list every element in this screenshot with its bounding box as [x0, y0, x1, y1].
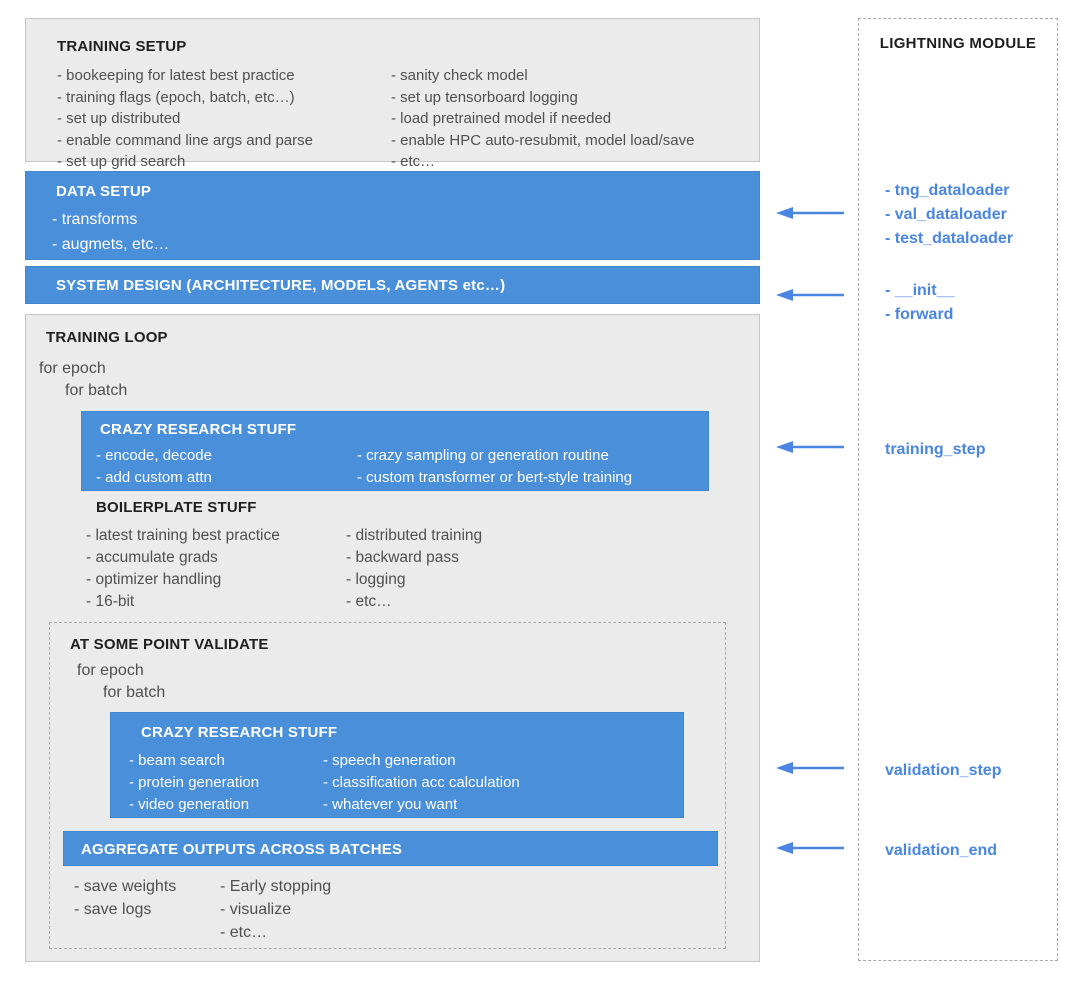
list-item: - etc… [391, 153, 436, 170]
loop-line-epoch: for epoch [39, 360, 106, 377]
list-item: - set up grid search [57, 153, 186, 170]
list-item: - training flags (epoch, batch, etc…) [57, 88, 295, 106]
training-setup-col2: - sanity check model - set up tensorboar… [391, 65, 695, 173]
list-item: - add custom attn [96, 469, 212, 486]
data-setup-title: DATA SETUP [56, 183, 152, 200]
system-design-box: SYSTEM DESIGN (ARCHITECTURE, MODELS, AGE… [25, 266, 760, 304]
list-item: - distributed training [346, 527, 483, 544]
boilerplate-col2: - distributed training - backward pass -… [346, 525, 482, 613]
validate-title: AT SOME POINT VALIDATE [70, 636, 269, 653]
arrow-validation-step [776, 761, 846, 775]
left-arrow-icon [776, 289, 844, 301]
list-item: - forward [885, 306, 954, 323]
list-item: - 16-bit [86, 593, 135, 610]
system-design-title: SYSTEM DESIGN (ARCHITECTURE, MODELS, AGE… [56, 277, 506, 294]
list-item: - set up distributed [57, 110, 181, 127]
dataloader-methods: - tng_dataloader - val_dataloader - test… [885, 179, 1013, 251]
list-item: - load pretrained model if needed [391, 110, 612, 127]
list-item: - set up tensorboard logging [391, 88, 578, 106]
list-item: - test_dataloader [885, 230, 1014, 247]
crazy-research-training-box: CRAZY RESEARCH STUFF - encode, decode - … [81, 411, 709, 491]
validation-step-label: validation_step [885, 762, 1002, 779]
list-item: - protein generation [129, 774, 260, 791]
list-item: - save logs [74, 901, 152, 918]
training-step-label: training_step [885, 441, 986, 458]
aggregate-outputs-box: AGGREGATE OUTPUTS ACROSS BATCHES [63, 831, 718, 866]
boilerplate-title: BOILERPLATE STUFF [96, 499, 257, 516]
list-item: - logging [346, 571, 406, 588]
loop-line-batch: for batch [65, 382, 128, 399]
list-item: - whatever you want [323, 796, 458, 813]
boilerplate-col1: - latest training best practice - accumu… [86, 525, 280, 613]
list-item: - sanity check model [391, 67, 528, 84]
data-setup-box: DATA SETUP - transforms - augmets, etc… [25, 171, 760, 260]
list-item: - visualize [220, 901, 292, 918]
list-item: - etc… [220, 924, 268, 941]
validation-end-label: validation_end [885, 842, 998, 859]
list-item: - transforms [52, 211, 138, 228]
arrow-system-design [776, 288, 846, 302]
validate-loop-epoch: for epoch [77, 662, 144, 679]
left-arrow-icon [776, 762, 844, 774]
training-loop-panel: TRAINING LOOP for epoch for batch CRAZY … [25, 314, 760, 962]
crazy-research-training-col2: - crazy sampling or generation routine -… [357, 445, 632, 489]
crazy-research-validation-box: CRAZY RESEARCH STUFF - beam search - pro… [110, 712, 684, 818]
crazy-research-validation-title: CRAZY RESEARCH STUFF [141, 724, 338, 741]
list-item: - val_dataloader [885, 206, 1007, 223]
aggregate-outputs-title: AGGREGATE OUTPUTS ACROSS BATCHES [81, 841, 403, 858]
list-item: - etc… [346, 593, 392, 610]
list-item: - video generation [129, 796, 250, 813]
validate-dashed-box: AT SOME POINT VALIDATE for epoch for bat… [49, 622, 726, 949]
list-item: - beam search [129, 752, 225, 769]
list-item: - classification acc calculation [323, 774, 520, 791]
lightning-module-panel: LIGHTNING MODULE - tng_dataloader - val_… [858, 18, 1058, 961]
aggregate-col1: - save weights - save logs [74, 875, 176, 921]
arrow-validation-end [776, 841, 846, 855]
list-item: - custom transformer or bert-style train… [357, 469, 633, 486]
training-setup-title: TRAINING SETUP [57, 38, 187, 55]
list-item: - __init__ [885, 282, 955, 299]
list-item: - enable command line args and parse [57, 131, 313, 149]
init-methods: - __init__ - forward [885, 279, 954, 327]
training-setup-panel: TRAINING SETUP - bookeeping for latest b… [25, 18, 760, 170]
left-arrow-icon [776, 207, 844, 219]
crazy-research-training-col1: - encode, decode - add custom attn [96, 445, 212, 489]
list-item: - encode, decode [96, 447, 212, 464]
lightning-module-title: LIGHTNING MODULE [879, 35, 1037, 52]
validate-loop-batch: for batch [103, 684, 166, 701]
training-setup-col1: - bookeeping for latest best practice - … [57, 65, 313, 173]
list-item: - bookeeping for latest best practice [57, 67, 295, 84]
arrow-training-step [776, 440, 846, 454]
list-item: - augmets, etc… [52, 236, 170, 253]
list-item: - optimizer handling [86, 571, 222, 588]
list-item: - latest training best practice [86, 527, 280, 544]
left-arrow-icon [776, 441, 844, 453]
crazy-research-validation-col2: - speech generation - classification acc… [323, 750, 520, 816]
data-setup-items: - transforms - augmets, etc… [52, 207, 169, 257]
list-item: - enable HPC auto-resubmit, model load/s… [391, 131, 695, 149]
crazy-research-validation-col1: - beam search - protein generation - vid… [129, 750, 259, 816]
training-loop-title: TRAINING LOOP [46, 329, 168, 346]
crazy-research-training-title: CRAZY RESEARCH STUFF [100, 421, 297, 438]
list-item: - backward pass [346, 549, 459, 566]
list-item: - accumulate grads [86, 549, 218, 566]
arrow-data-setup [776, 206, 846, 220]
list-item: - tng_dataloader [885, 182, 1010, 199]
left-arrow-icon [776, 842, 844, 854]
list-item: - save weights [74, 878, 177, 895]
aggregate-col2: - Early stopping - visualize - etc… [220, 875, 331, 944]
list-item: - Early stopping [220, 878, 332, 895]
list-item: - speech generation [323, 752, 456, 769]
list-item: - crazy sampling or generation routine [357, 447, 609, 464]
